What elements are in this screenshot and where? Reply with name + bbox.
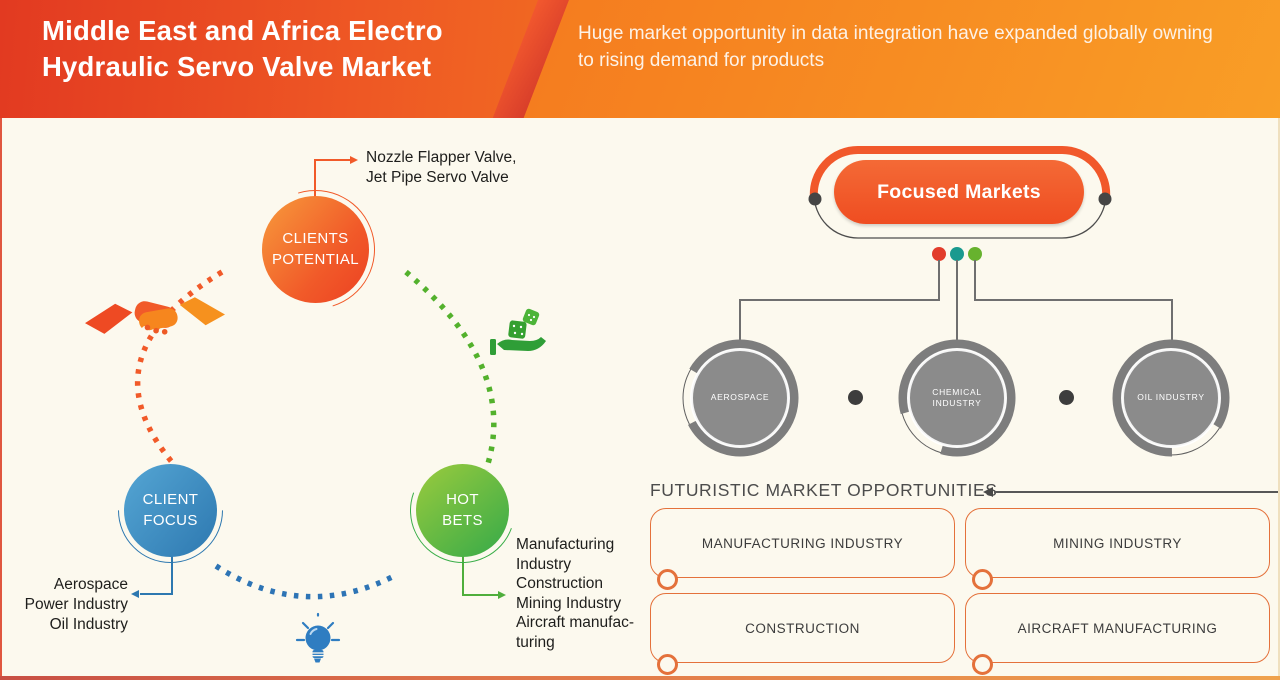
separator-dot (848, 390, 863, 405)
futuristic-heading: FUTURISTIC MARKET OPPORTUNITIES (650, 480, 998, 500)
market-circle-aerospace: AEROSPACE (678, 336, 802, 460)
focused-markets-label: Focused Markets (877, 180, 1041, 203)
opportunity-box-construction: CONSTRUCTION (650, 593, 955, 675)
right-edge-line (1278, 118, 1280, 676)
branch-line-right-h (974, 299, 1173, 301)
blue-dotted-arc (214, 563, 400, 600)
hot-bets-connector-v (462, 556, 464, 595)
branch-line-left-drop (739, 299, 741, 342)
orange-dotted-arc (134, 269, 224, 470)
lightbulb-icon (295, 612, 341, 663)
header-banner: Middle East and Africa Electro Hydraulic… (0, 0, 1280, 118)
opportunity-box-label: MANUFACTURING INDUSTRY (701, 535, 904, 551)
branch-dot-teal (950, 247, 964, 261)
clients-potential-circle: CLIENTS POTENTIAL (262, 196, 369, 303)
branch-dot-red (932, 247, 946, 261)
page-subtitle: Huge market opportunity in data integrat… (578, 23, 1213, 71)
opportunity-box-aircraft: AIRCRAFT MANUFACTURING (965, 593, 1270, 675)
hand-dice-icon (490, 308, 546, 355)
box-corner-ring-icon (972, 654, 993, 675)
clients-potential-arrow-icon (350, 155, 358, 164)
market-circle-label: CHEMICAL INDUSTRY (932, 386, 982, 408)
box-corner-ring-icon (657, 569, 678, 590)
market-circle-oil: OIL INDUSTRY (1109, 336, 1233, 460)
client-focus-connector-v (171, 556, 173, 594)
green-dotted-arc (404, 269, 497, 471)
market-circle-rings (898, 339, 1016, 457)
opportunity-box-label: CONSTRUCTION (745, 620, 860, 636)
focused-markets-ornament (808, 145, 1112, 239)
left-edge-line (0, 118, 2, 676)
box-corner-ring-icon (657, 654, 678, 675)
hot-bets-arrow-icon (498, 590, 506, 599)
client-focus-circle: CLIENT FOCUS (124, 464, 217, 557)
client-focus-arrow-icon (131, 589, 139, 598)
clients-potential-label: CLIENTS POTENTIAL (272, 230, 359, 268)
branch-dot-green (968, 247, 982, 261)
opportunity-box-label: MINING INDUSTRY (1053, 535, 1182, 551)
separator-dot (1059, 390, 1074, 405)
page-title: Middle East and Africa Electro Hydraulic… (42, 15, 443, 83)
opportunity-box-mining: MINING INDUSTRY (965, 508, 1270, 590)
branch-line-teal-v (956, 260, 958, 341)
client-focus-label: CLIENT FOCUS (142, 491, 199, 529)
branch-line-green-v (974, 260, 976, 300)
focused-markets-pill: Focused Markets (834, 160, 1084, 224)
market-circle-chemical: CHEMICAL INDUSTRY (895, 336, 1019, 460)
box-corner-ring-icon (972, 569, 993, 590)
branch-line-right-drop (1171, 299, 1173, 342)
client-focus-annotation: Aerospace Power Industry Oil Industry (24, 576, 128, 633)
hot-bets-connector-h (462, 594, 500, 596)
hot-bets-annotation: Manufacturing Industry Construction Mini… (516, 536, 635, 651)
market-circle-rings (1112, 339, 1230, 457)
clients-potential-annotation: Nozzle Flapper Valve, Jet Pipe Servo Val… (366, 149, 517, 186)
branch-line-left-h (739, 299, 940, 301)
opportunity-box-manufacturing: MANUFACTURING INDUSTRY (650, 508, 955, 590)
handshake-icon (85, 297, 225, 338)
opportunity-box-label: AIRCRAFT MANUFACTURING (1017, 620, 1218, 636)
bottom-edge-line (0, 676, 1280, 680)
market-circle-label: AEROSPACE (710, 392, 770, 403)
clients-potential-connector-h (314, 159, 352, 161)
branch-line-red-v (938, 260, 940, 300)
market-circle-rings (681, 339, 799, 457)
dotted-arcs (134, 269, 497, 600)
futuristic-arrow-icon (983, 486, 993, 497)
futuristic-arrow-line (994, 491, 1280, 493)
client-focus-connector-h (140, 593, 173, 595)
clients-potential-connector-v (314, 159, 316, 198)
hot-bets-circle: HOT BETS (416, 464, 509, 557)
hot-bets-label: HOT BETS (442, 491, 483, 529)
market-circle-label: OIL INDUSTRY (1137, 392, 1205, 403)
